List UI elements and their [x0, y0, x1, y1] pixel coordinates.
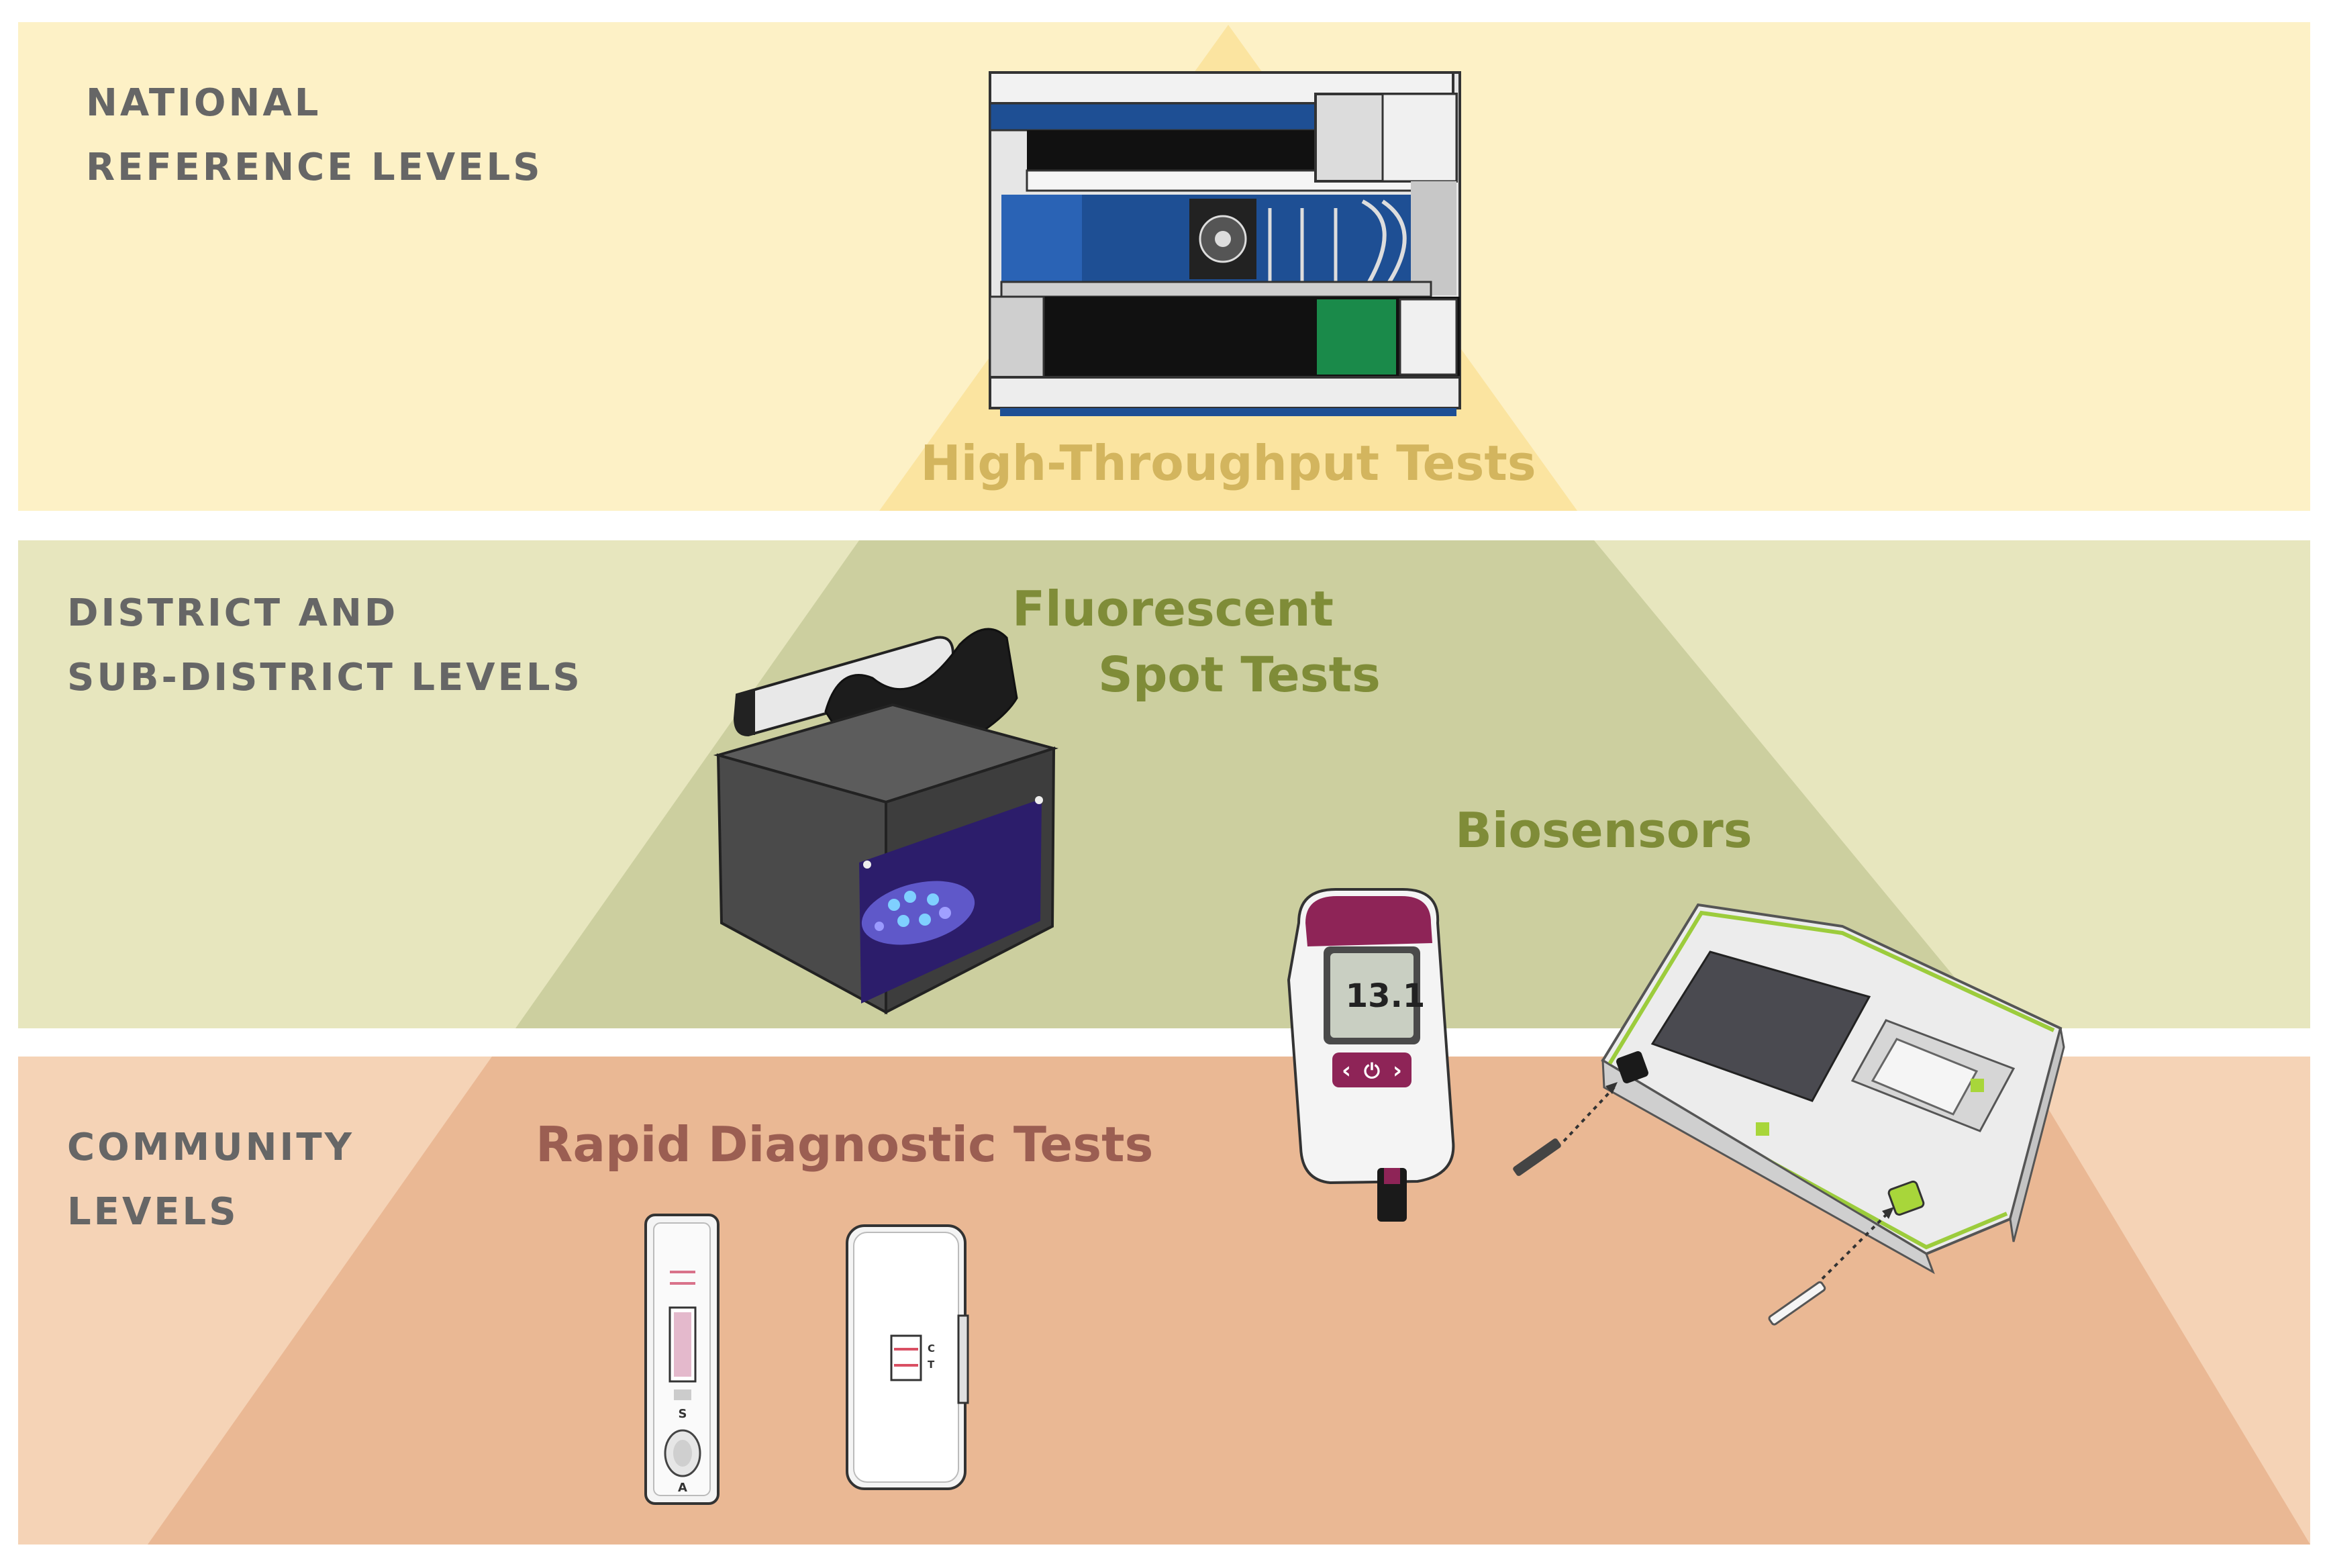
level-label-district-line2: SUB-DISTRICT LEVELS — [67, 656, 583, 699]
test-label-spot-tests: Spot Tests — [1098, 646, 1381, 703]
glucometer-right-button: › — [1393, 1057, 1402, 1084]
level-label-national: NATIONAL — [86, 81, 321, 125]
band-district — [18, 540, 2310, 1028]
rdt-strip-label-s: S — [679, 1407, 687, 1421]
level-label-community-line2: LEVELS — [67, 1190, 239, 1234]
rdt-cassette-icon: C T — [846, 1224, 969, 1490]
glucometer-icon: 13.1 ‹ ⏻ › — [1287, 888, 1455, 1222]
rdt-strip-label-a: A — [678, 1481, 687, 1495]
rdt-strip-icon: S A — [644, 1214, 720, 1505]
glucometer-left-button: ‹ — [1342, 1057, 1351, 1084]
glucometer-reading: 13.1 — [1346, 977, 1425, 1015]
biosensor-reader-icon — [1513, 903, 2065, 1326]
level-label-national-line2: REFERENCE LEVELS — [86, 146, 543, 189]
rdt-cassette-label-c: C — [928, 1342, 935, 1355]
test-label-fluorescent: Fluorescent — [1012, 581, 1334, 637]
lab-analyzer-icon — [989, 71, 1461, 416]
test-label-biosensors: Biosensors — [1455, 802, 1752, 859]
level-label-district: DISTRICT AND — [67, 591, 398, 635]
rdt-cassette-label-t: T — [928, 1359, 935, 1371]
level-label-community: COMMUNITY — [67, 1126, 354, 1169]
glucometer-power-button: ⏻ — [1364, 1060, 1380, 1083]
test-label-rapid-diagnostic: Rapid Diagnostic Tests — [536, 1116, 1153, 1173]
test-label-high-throughput: High-Throughput Tests — [920, 435, 1536, 491]
uv-lamp-icon — [713, 628, 1059, 1015]
